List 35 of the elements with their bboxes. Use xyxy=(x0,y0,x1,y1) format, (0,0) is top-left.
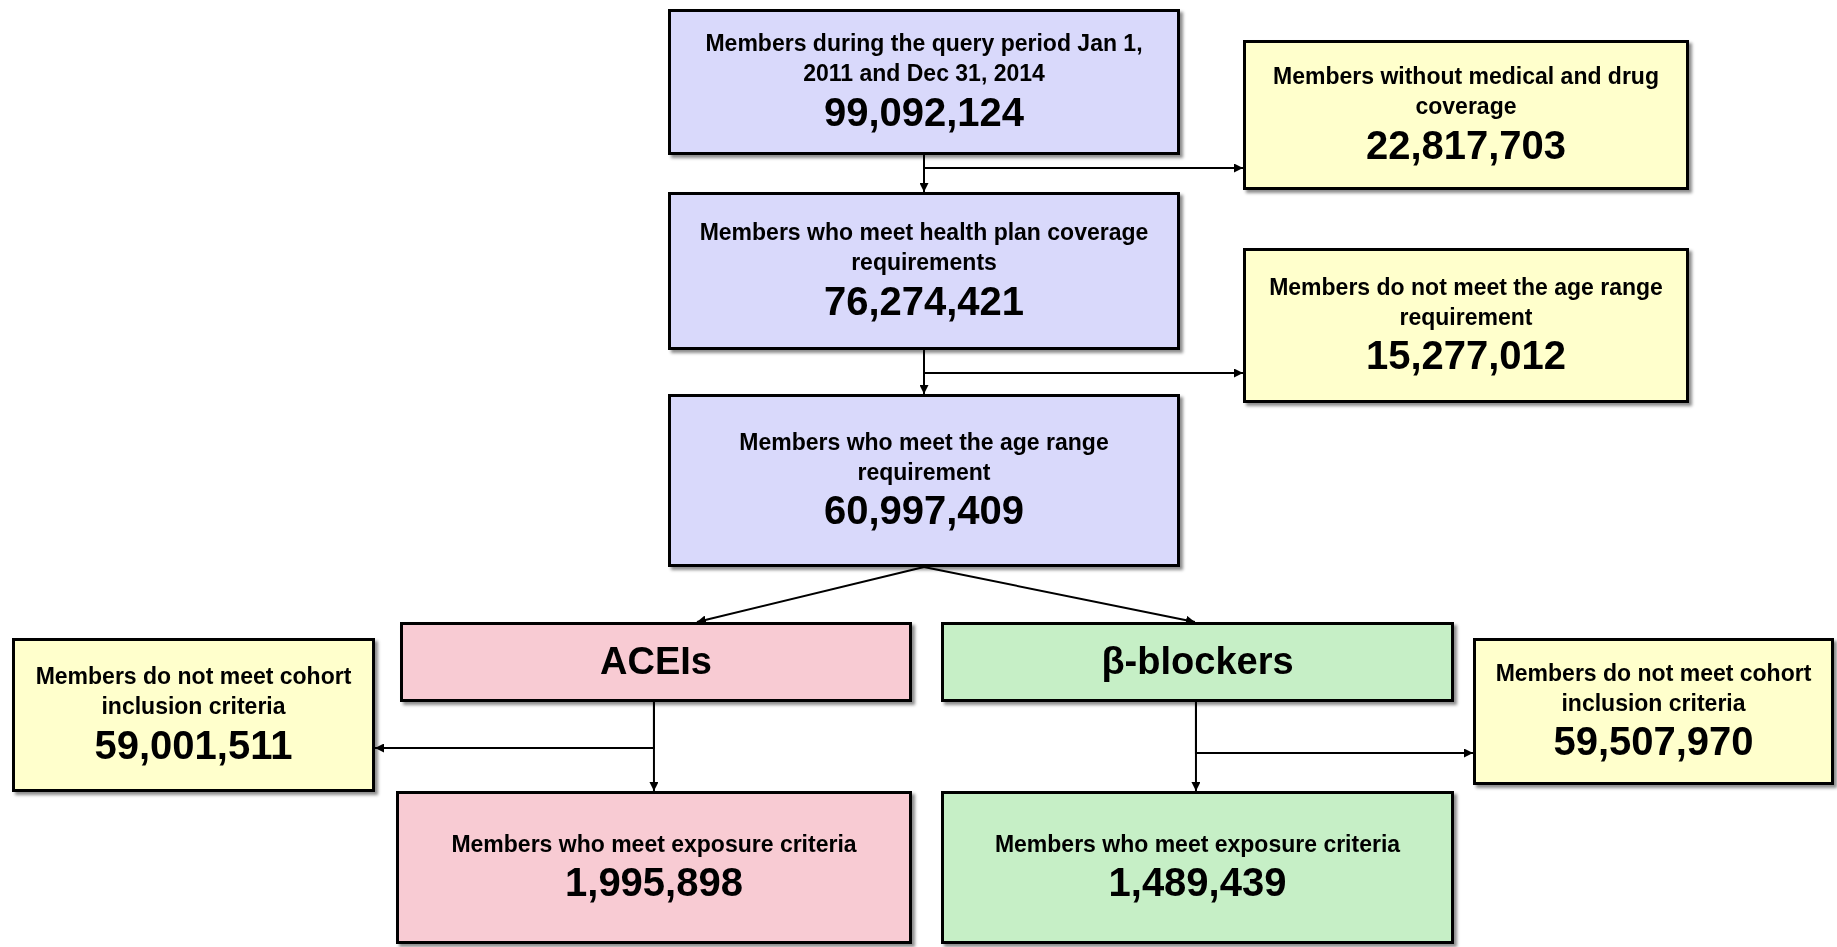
count-box xyxy=(1473,638,1834,785)
arrow xyxy=(923,154,1244,173)
count-box xyxy=(12,638,375,792)
count-box xyxy=(668,394,1180,567)
box-heading: Members do not meet cohort inclusion criteria xyxy=(1494,658,1813,718)
count-box xyxy=(1243,248,1689,403)
box-heading: Members who meet health plan coverage requirements xyxy=(698,218,1150,277)
count-box xyxy=(941,791,1454,944)
drug-class-box xyxy=(400,622,912,702)
arrow xyxy=(1194,701,1474,758)
member-count: 76,274,421 xyxy=(823,277,1025,324)
arrow xyxy=(923,349,1244,378)
member-count: 22,817,703 xyxy=(1365,121,1567,168)
count-box xyxy=(396,791,912,944)
group-title: ACEIs xyxy=(600,639,712,685)
member-count: 60,997,409 xyxy=(823,487,1025,534)
member-count: 1,489,439 xyxy=(1108,859,1287,906)
box-heading: Members who meet the age range requirement xyxy=(738,427,1110,487)
count-box xyxy=(668,192,1180,350)
group-title: β-blockers xyxy=(1101,639,1294,685)
drug-class-box xyxy=(941,622,1454,702)
arrow xyxy=(374,701,655,753)
count-box xyxy=(668,9,1180,155)
box-heading: Members during the query period Jan 1, 2011 and Dec 31, 2014 xyxy=(704,29,1144,88)
member-count: 1,995,898 xyxy=(565,859,743,906)
member-count: 59,507,970 xyxy=(1553,718,1754,765)
box-heading: Members who meet exposure criteria xyxy=(994,829,1401,859)
box-heading: Members do not meet the age range requirement xyxy=(1268,272,1664,332)
box-heading: Members without medical and drug coverage xyxy=(1272,62,1660,121)
member-count: 99,092,124 xyxy=(823,88,1025,135)
box-heading: Members do not meet cohort inclusion criteria xyxy=(34,662,353,721)
member-count: 15,277,012 xyxy=(1365,332,1567,379)
count-box xyxy=(1243,40,1689,190)
box-heading: Members who meet exposure criteria xyxy=(451,829,857,859)
member-count: 59,001,511 xyxy=(94,721,293,768)
